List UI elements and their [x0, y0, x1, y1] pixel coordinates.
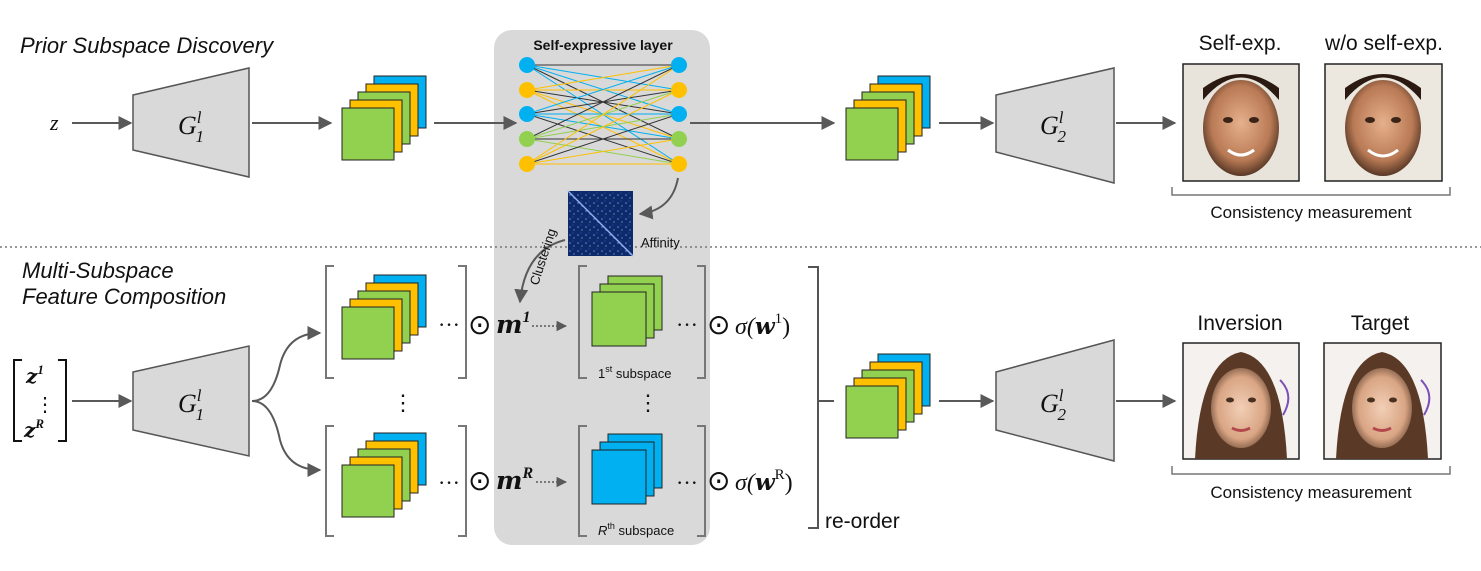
label-target: Target: [1351, 312, 1410, 335]
arrow-clustering: [514, 239, 566, 304]
ellipsis: ···: [676, 312, 698, 337]
generator-g2-bottom: [995, 339, 1115, 462]
section-title-multi-line1: Multi-Subspace: [22, 258, 174, 283]
arrow-split-up: [251, 326, 322, 402]
generator-g1-bottom: [132, 345, 250, 457]
bracket: [697, 265, 706, 379]
odot-mR: ⊙: [468, 466, 491, 497]
ellipsis: ···: [438, 470, 460, 495]
affinity-label: Affinity: [641, 235, 680, 250]
sigma-wR: σ(wR): [735, 467, 793, 496]
network-node-output: [671, 106, 687, 122]
subspace-R-stack: [591, 433, 663, 505]
latent-z: z: [49, 110, 59, 135]
odot-m1: ⊙: [468, 310, 491, 341]
bracket: [578, 425, 587, 537]
vdots-right: ⋮: [637, 390, 659, 415]
reorder-label: re-order: [825, 510, 900, 533]
network-edge: [526, 64, 680, 165]
feature-stack-branchR: [341, 432, 427, 518]
bracket: [697, 425, 706, 537]
network-node-input: [519, 156, 535, 172]
face-image-inversion: [1182, 342, 1300, 460]
bracket: [578, 265, 587, 379]
z-vdots: ⋮: [35, 394, 55, 416]
consistency-label-top: Consistency measurement: [1210, 203, 1412, 222]
feature-stack-top-left: [341, 75, 427, 161]
arrow-to-affinity: [638, 177, 679, 220]
bracket-top: [1171, 187, 1451, 196]
mask-m1: m1: [496, 309, 530, 339]
network-node-input: [519, 57, 535, 73]
bracket: [325, 425, 334, 537]
label-self-exp: Self-exp.: [1199, 32, 1282, 55]
latent-vector: z1 ⋮ zR: [13, 359, 67, 442]
zR-label: zR: [23, 416, 44, 442]
network-node-output: [671, 156, 687, 172]
bracket: [325, 265, 334, 379]
network-node-input: [519, 131, 535, 147]
reorder-bracket: [808, 266, 819, 529]
feature-stack-branch1: [341, 274, 427, 360]
section-title-multi-line2: Feature Composition: [22, 284, 226, 309]
network-node-input: [519, 106, 535, 122]
network-node-input: [519, 82, 535, 98]
sigma-w1: σ(w1): [735, 311, 790, 340]
generator-g2-top: [995, 67, 1115, 184]
face-image-self-exp: [1182, 63, 1300, 182]
label-inversion: Inversion: [1197, 312, 1282, 335]
face-image-wo-self-exp: [1324, 63, 1443, 182]
generator-g1-top: [132, 67, 250, 178]
network-edge: [526, 138, 680, 165]
vdots-left: ⋮: [392, 390, 414, 415]
network-edge: [526, 64, 680, 91]
network-node-output: [671, 131, 687, 147]
feature-stack-top-right: [845, 75, 931, 161]
affinity-diagonal: [567, 190, 634, 257]
ellipsis: ···: [438, 312, 460, 337]
network-edge: [526, 64, 680, 115]
self-expressive-title: Self-expressive layer: [533, 37, 673, 53]
network-edge: [526, 89, 680, 165]
subspace-R-label: Rth subspace: [598, 521, 674, 538]
network-node-output: [671, 57, 687, 73]
odot-w1: ⊙: [707, 310, 730, 341]
face-image-target: [1323, 342, 1442, 460]
network-node-output: [671, 82, 687, 98]
label-wo-self-exp: w/o self-exp.: [1324, 32, 1443, 55]
z1-label: z1: [25, 362, 44, 388]
feature-stack-reordered: [845, 353, 931, 439]
bracket: [458, 425, 467, 537]
odot-wR: ⊙: [707, 466, 730, 497]
network-edge: [526, 113, 680, 165]
network-edge: [526, 64, 680, 140]
consistency-label-bottom: Consistency measurement: [1210, 483, 1412, 502]
ellipsis: ···: [676, 470, 698, 495]
subspace-1-stack: [591, 275, 663, 347]
bracket: [458, 265, 467, 379]
section-title-prior: Prior Subspace Discovery: [20, 33, 275, 58]
self-expressive-network: [519, 57, 687, 172]
mask-mR: mR: [496, 465, 533, 495]
arrow-split-down: [251, 400, 322, 477]
subspace-1-label: 1st subspace: [598, 364, 672, 381]
bracket-bottom: [1171, 466, 1451, 475]
